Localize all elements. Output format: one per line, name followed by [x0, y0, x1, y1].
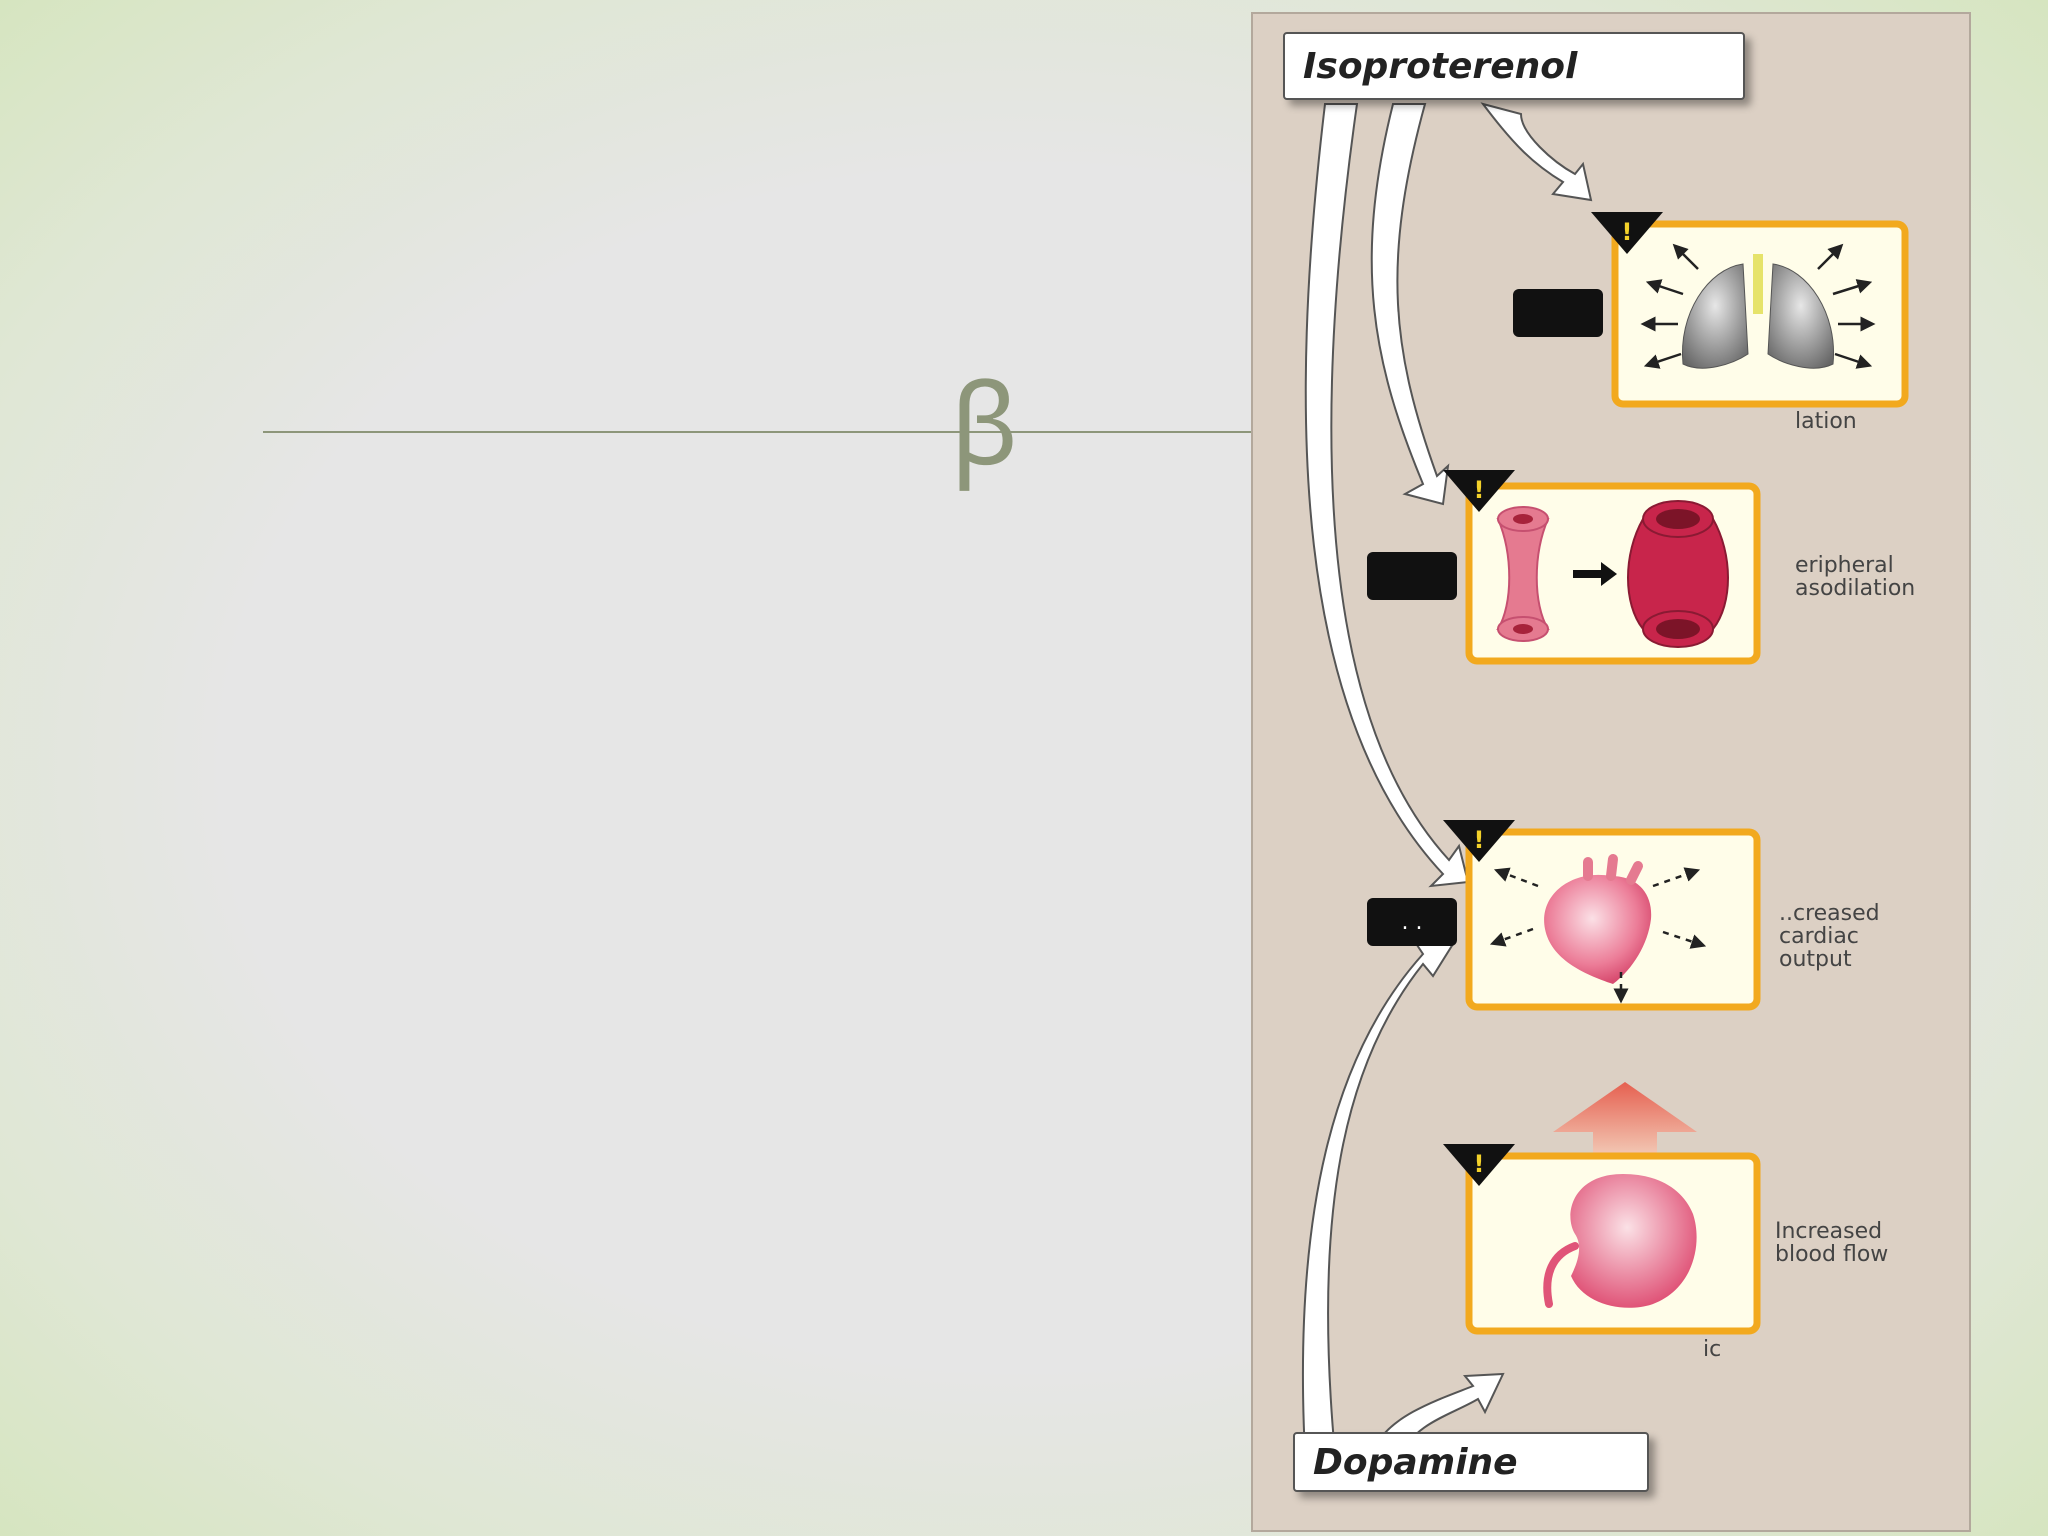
vessels-receptor-tag	[1367, 552, 1457, 600]
svg-text:!: !	[1474, 476, 1485, 504]
kidney-subcaption: ic	[1703, 1337, 1722, 1362]
lungs-receptor-tag	[1513, 289, 1603, 337]
heart-tag-text: . .	[1401, 909, 1423, 935]
svg-text:!: !	[1474, 826, 1485, 854]
kidney-caption: Increased blood flow	[1775, 1219, 1889, 1267]
lungs-panel: !	[1513, 212, 1909, 408]
vessels-panel: !	[1367, 470, 1761, 665]
heart-panel: !	[1367, 820, 1761, 1011]
dopamine-label: Dopamine	[1293, 1432, 1649, 1492]
svg-text:!: !	[1474, 1150, 1485, 1178]
kidney-panel: !	[1443, 1082, 1761, 1335]
heart-caption: ..creased cardiac output	[1779, 901, 1880, 972]
title-divider-line	[263, 431, 1253, 433]
heart-receptor-tag	[1367, 898, 1457, 946]
lungs-caption: lation	[1795, 409, 1857, 434]
ornament-icon: ꞵ	[950, 361, 1021, 491]
isoproterenol-label: Isoproterenol	[1283, 32, 1745, 100]
vessels-caption: eripheral asodilation	[1795, 553, 1916, 601]
figure-artwork: ! !	[1301, 102, 1909, 1456]
adrenergic-figure: ! !	[1251, 12, 1971, 1532]
svg-text:!: !	[1622, 218, 1633, 246]
